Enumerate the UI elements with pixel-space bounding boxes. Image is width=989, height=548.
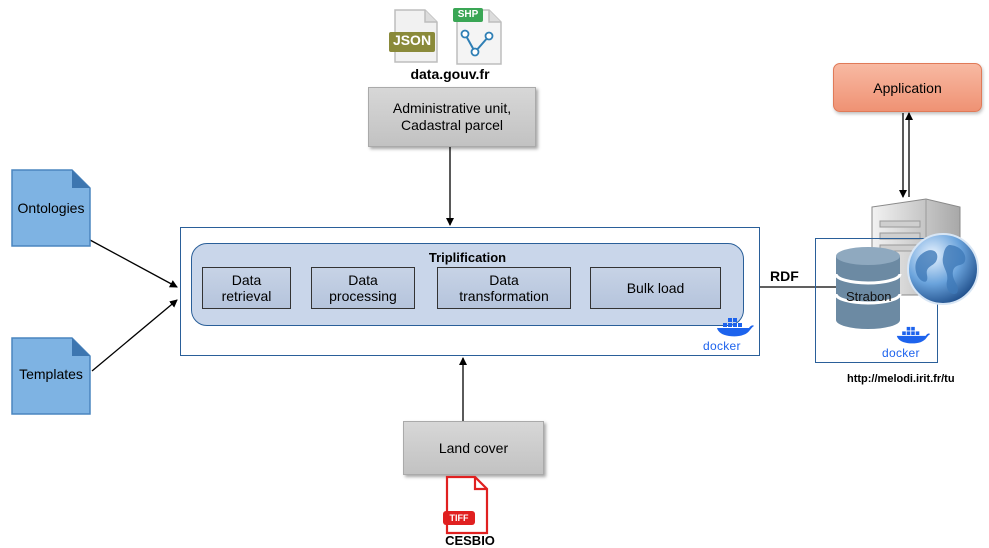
tiff-file-icon	[443, 475, 489, 535]
docker-whale-icon	[896, 326, 931, 344]
rdf-edge-label: RDF	[770, 268, 799, 284]
docker-whale-icon	[717, 318, 754, 337]
land-cover-box: Land cover	[403, 421, 544, 475]
step-data-retrieval: Data retrieval	[202, 267, 291, 309]
json-file-icon	[389, 9, 438, 63]
database-icon	[834, 247, 902, 329]
source-bottom-name: CESBIO	[445, 533, 495, 548]
strabon-docker-label: docker	[882, 346, 920, 360]
application-box: Application	[833, 63, 982, 112]
templates-label: Templates	[19, 366, 83, 382]
strabon-label: Strabon	[846, 289, 892, 304]
endpoint-url: http://melodi.irit.fr/tu	[847, 373, 955, 385]
shp-format-label: SHP	[457, 9, 479, 20]
globe-icon	[907, 233, 979, 305]
ontologies-label: Ontologies	[17, 200, 85, 216]
source-top-name: data.gouv.fr	[410, 66, 490, 82]
step-data-transformation: Data transformation	[437, 267, 571, 309]
tiff-format-label: TIFF	[449, 513, 469, 523]
triplification-title: Triplification	[428, 250, 507, 265]
shp-file-icon	[453, 8, 502, 65]
pipeline-docker-label: docker	[703, 339, 741, 353]
arrow-templates-to-pipeline	[91, 299, 178, 372]
step-bulk-load: Bulk load	[590, 267, 721, 309]
templates-doc-icon	[11, 337, 91, 415]
admin-unit-box: Administrative unit, Cadastral parcel	[368, 87, 536, 147]
json-format-label: JSON	[392, 32, 432, 48]
ontologies-doc-icon	[11, 169, 91, 247]
arrow-ontologies-to-pipeline	[89, 239, 178, 288]
step-data-processing: Data processing	[311, 267, 415, 309]
